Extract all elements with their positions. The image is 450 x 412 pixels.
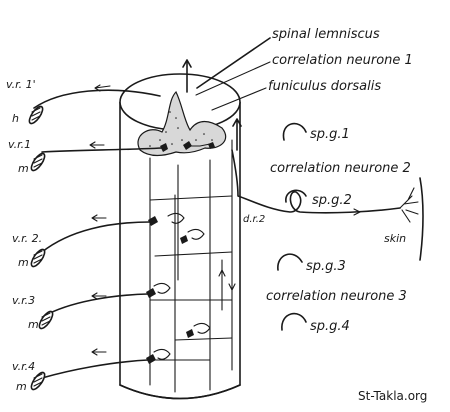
dorsal-root-arrow xyxy=(353,208,361,216)
muscle-m2-hatch xyxy=(33,250,43,264)
watermark-text: St-Takla.org xyxy=(358,389,427,403)
label-muscle-m2: m xyxy=(18,256,29,269)
ventral-root-1prime-nerve xyxy=(33,89,161,109)
ventral-root-3-arrow xyxy=(91,292,107,300)
ventral-root-1-arrow xyxy=(89,141,105,149)
motor-neurone-4 xyxy=(146,354,156,364)
label-vr-1prime: v.r. 1' xyxy=(6,78,36,91)
muscle-m3-hatch xyxy=(41,312,51,326)
ascending-tracts xyxy=(182,37,271,151)
grey-matter-stipple xyxy=(149,111,213,147)
dorsal-arrow-up xyxy=(232,118,242,151)
muscle-m3-icon xyxy=(38,310,54,330)
label-spinal-lemniscus: spinal lemniscus xyxy=(272,27,380,42)
lemniscus-arrow-head xyxy=(182,59,192,68)
label-muscle-m4: m xyxy=(16,380,27,393)
correlation-neurone-2b-synapse xyxy=(187,228,205,240)
muscle-h-icon xyxy=(28,105,44,125)
correlation-neurone-1-leader xyxy=(195,61,271,96)
label-dr2: d.r.2 xyxy=(243,214,265,225)
skin-surface xyxy=(419,177,424,261)
label-muscle-m1: m xyxy=(18,162,29,175)
ventral-root-4-arrow xyxy=(91,348,107,356)
correlation-neurone-2-synapse xyxy=(167,212,185,224)
label-funiculus-dorsalis: funiculus dorsalis xyxy=(268,79,381,94)
label-vr-1: v.r.1 xyxy=(8,138,31,151)
label-skin: skin xyxy=(384,232,406,245)
ventral-root-2-arrow xyxy=(91,214,107,222)
label-correlation-neurone-1: correlation neurone 1 xyxy=(272,53,413,68)
label-vr-2: v.r. 2. xyxy=(12,232,42,245)
ventral-root-1prime-arrow xyxy=(94,84,111,92)
segment-line-2 xyxy=(154,251,233,257)
neurones xyxy=(146,141,233,364)
muscle-m1-hatch xyxy=(33,154,43,168)
label-vr-4: v.r.4 xyxy=(12,360,35,373)
label-ganglion-4: sp.g.4 xyxy=(310,319,350,334)
motor-neurone-2b xyxy=(180,235,188,244)
muscle-m1-icon xyxy=(30,152,46,172)
neurone-link-top xyxy=(185,143,211,147)
motor-neurone-2 xyxy=(148,216,158,226)
funiculus-dorsalis-leader xyxy=(211,87,267,111)
neurone-3-synapse xyxy=(153,282,171,294)
ganglion-1-shape xyxy=(282,122,307,141)
muscle-m4-icon xyxy=(30,371,46,391)
label-ganglion-1: sp.g.1 xyxy=(310,127,350,142)
spinal-cord-cylinder xyxy=(119,73,241,400)
muscle-h-hatch xyxy=(31,107,41,121)
tract-arrow-down xyxy=(228,283,236,291)
correlation-neurone-3-body xyxy=(186,329,194,338)
spinal-ganglia xyxy=(277,122,307,331)
label-correlation-neurone-2: correlation neurone 2 xyxy=(270,161,411,176)
ventral-root-2-nerve xyxy=(41,221,151,253)
label-ganglion-2: sp.g.2 xyxy=(312,193,352,208)
ventral-root-4-nerve xyxy=(41,359,149,379)
label-ganglion-3: sp.g.3 xyxy=(306,259,346,274)
ganglion-2-shape xyxy=(285,189,307,203)
label-muscle-m3: m xyxy=(28,318,39,331)
segment-line-1 xyxy=(149,195,233,201)
label-muscle-h: h xyxy=(12,112,19,125)
neurone-4-synapse xyxy=(153,348,171,360)
ventral-roots xyxy=(28,84,163,391)
ganglion-4-shape xyxy=(281,312,307,331)
dorsal-root-pathway xyxy=(231,149,424,261)
label-correlation-neurone-3: correlation neurone 3 xyxy=(266,289,407,304)
cylinder-bottom-edge xyxy=(119,384,241,400)
muscle-m2-icon xyxy=(30,248,46,268)
motor-neurone-top-left xyxy=(160,143,168,152)
tract-arrow-up xyxy=(218,269,226,277)
spinal-lemniscus-leader xyxy=(196,37,271,89)
segment-line-4 xyxy=(174,337,233,341)
ganglion-3-shape xyxy=(277,253,303,271)
skin-nerve-endings xyxy=(399,187,419,223)
labels: spinal lemniscus correlation neurone 1 f… xyxy=(6,27,427,403)
motor-neurone-3 xyxy=(146,288,156,298)
ventral-root-1-nerve xyxy=(41,147,163,153)
correlation-neurone-3-synapse xyxy=(193,322,211,334)
label-vr-3: v.r.3 xyxy=(12,294,35,307)
muscle-m4-hatch xyxy=(33,373,43,387)
dorsal-root-2-fibre xyxy=(231,149,401,214)
